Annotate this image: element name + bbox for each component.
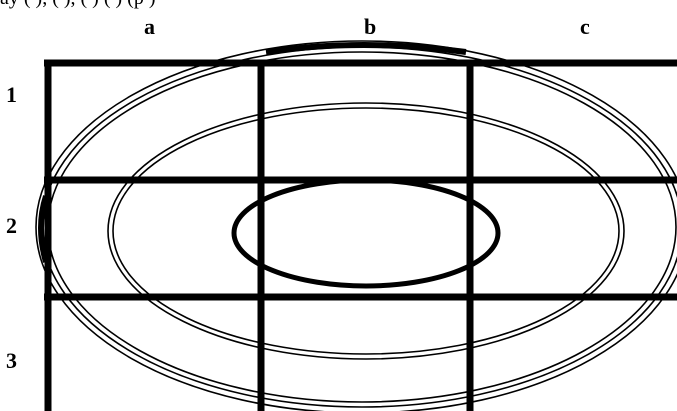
column-label-b: b	[364, 14, 377, 39]
middle-ellipse-ring-2	[112, 107, 620, 355]
outer-ellipse-ring-1	[35, 40, 677, 411]
row-label-1: 1	[6, 82, 17, 107]
column-label-a: a	[144, 14, 155, 39]
cutoff-header-text: ay ( ), ( ), ( ) ( ) (p )	[0, 0, 155, 10]
outer-ellipse-ring-2	[41, 46, 677, 408]
middle-ellipse-ring-1	[107, 102, 625, 360]
inner-ellipse	[231, 177, 501, 289]
column-label-c: c	[580, 14, 590, 39]
outer-ellipse-ring-3	[47, 51, 677, 403]
row-label-2: 2	[6, 213, 17, 238]
outer-ellipse-top-arc	[265, 42, 467, 55]
outer-ellipse-left-arc	[38, 195, 49, 263]
row-label-3: 3	[6, 348, 17, 373]
